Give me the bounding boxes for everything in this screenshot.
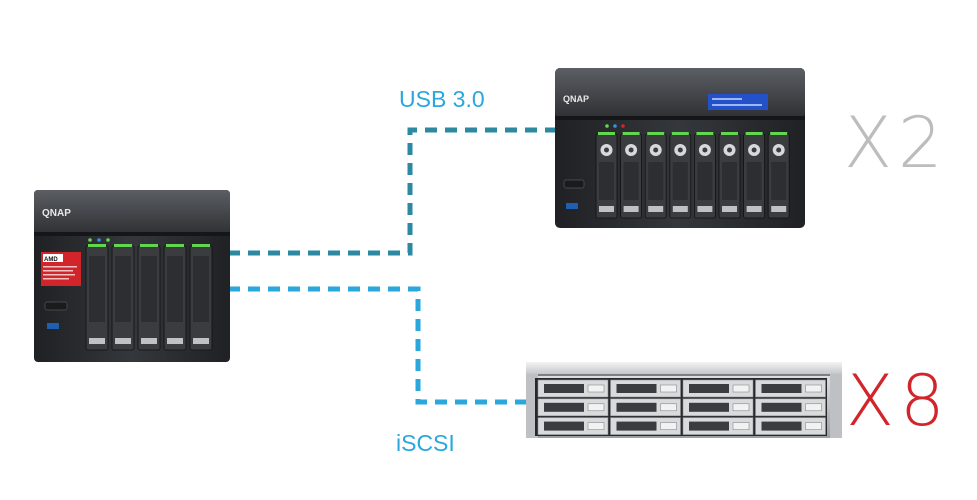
usb-connection-label: USB 3.0 <box>399 86 485 112</box>
expansion-tower-multiplier: X2 <box>844 102 949 184</box>
drive-tray[interactable] <box>669 132 692 219</box>
drive-tray[interactable] <box>189 244 213 351</box>
drive-tray[interactable] <box>137 244 161 351</box>
drive-tray[interactable] <box>767 132 790 219</box>
drive-tray[interactable] <box>85 244 109 351</box>
drive-tray[interactable] <box>610 379 681 398</box>
main-nas-drive-trays <box>85 244 213 351</box>
expansion-tower-drive-trays <box>595 132 790 219</box>
amd-badge-text: AMD <box>44 257 58 263</box>
drive-tray[interactable] <box>620 132 642 219</box>
main-nas-usb-port <box>47 323 59 329</box>
drive-tray[interactable] <box>537 379 609 398</box>
expansion-tower-button[interactable] <box>563 179 585 189</box>
iscsi-connection-line <box>228 286 530 405</box>
main-nas-copy-button[interactable] <box>44 301 68 311</box>
expansion-tower-brand: QNAP <box>563 94 589 104</box>
drive-tray[interactable] <box>111 244 135 351</box>
drive-tray[interactable] <box>610 417 681 435</box>
drive-tray[interactable] <box>694 132 716 219</box>
drive-tray[interactable] <box>537 398 609 417</box>
iscsi-connection-label: iSCSI <box>396 430 455 456</box>
drive-tray[interactable] <box>743 132 765 219</box>
drive-tray[interactable] <box>644 132 667 219</box>
drive-tray[interactable] <box>610 398 681 417</box>
main-nas-brand: QNAP <box>42 208 71 219</box>
expansion-tower-usb-port <box>566 203 578 209</box>
main-nas-device: QNAP AMD <box>34 190 230 362</box>
drive-tray[interactable] <box>682 379 754 398</box>
expansion-rack-device <box>526 362 842 438</box>
drive-tray[interactable] <box>755 417 826 435</box>
drive-tray[interactable] <box>595 132 618 219</box>
amd-badge-sticker: AMD <box>41 252 81 286</box>
drive-tray[interactable] <box>682 417 754 435</box>
drive-tray[interactable] <box>755 379 826 398</box>
drive-tray[interactable] <box>718 132 741 219</box>
expansion-rack-multiplier: X8 <box>846 360 951 442</box>
drive-tray[interactable] <box>682 398 754 417</box>
drive-tray[interactable] <box>537 417 609 435</box>
expansion-rack-drive-trays <box>537 379 826 435</box>
expansion-tower-lcd <box>708 94 768 110</box>
drive-tray[interactable] <box>755 398 826 417</box>
usb-connection-line <box>228 127 557 256</box>
expansion-tower-device: QNAP <box>555 68 805 228</box>
drive-tray[interactable] <box>163 244 187 351</box>
